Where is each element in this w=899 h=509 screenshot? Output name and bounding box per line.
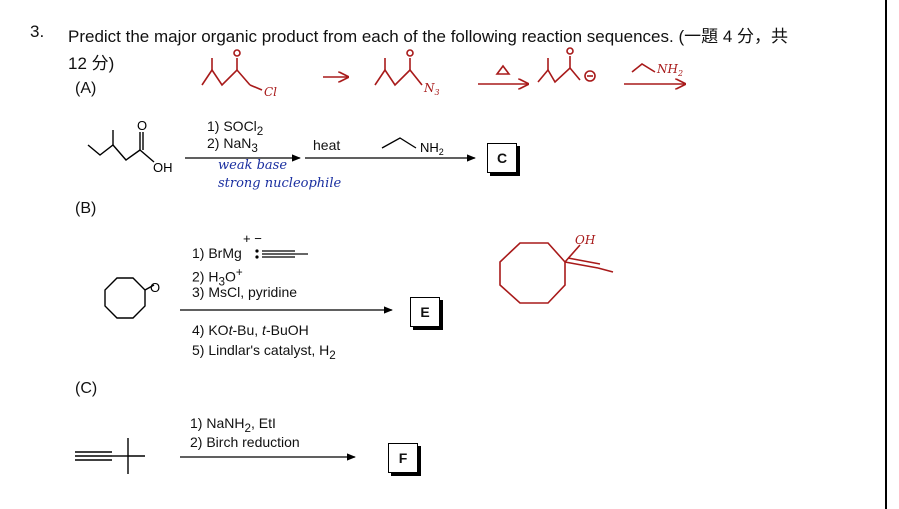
b-reagent-5: 5) Lindlar's catalyst, H2 <box>192 342 336 362</box>
question-points: 12 分) <box>68 54 115 73</box>
product-box-e: E <box>410 297 440 327</box>
right-border <box>885 0 887 509</box>
hand-cl-label: Cl <box>264 85 277 99</box>
hand-oh-label: OH <box>575 233 596 247</box>
hand-azide-label: N3 <box>423 81 440 97</box>
c-starting-material <box>75 438 145 474</box>
hand-amine-label: NH2 <box>656 62 683 78</box>
b-cyclooctanone <box>104 277 155 319</box>
b-reagent-3: 3) MsCl, pyridine <box>192 284 298 300</box>
c-reagent-2: 2) Birch reduction <box>190 434 300 450</box>
b-reagent-4: 4) KOt-Bu, t-BuOH <box>192 322 309 338</box>
a-note-weak-base: weak base <box>218 158 288 173</box>
b-charges: + − <box>243 231 262 246</box>
a-sm-hydroxyl: OH <box>153 160 173 175</box>
a-ethylamine-label: NH2 <box>420 140 444 157</box>
question-number: 3. <box>30 22 45 41</box>
section-a-label: (A) <box>75 80 97 97</box>
a-ethylamine <box>381 137 417 149</box>
b-sm-oxygen: O <box>150 280 160 295</box>
c-reagent-1: 1) NaNH2, EtI <box>190 415 276 435</box>
product-box-c: C <box>487 143 517 173</box>
product-box-f: F <box>388 443 418 473</box>
a-sm-oxygen: O <box>137 118 147 133</box>
a-heat-label: heat <box>313 137 341 153</box>
b-alkyne-reagent <box>255 249 308 259</box>
b-reagent-1: 1) BrMg <box>192 245 242 261</box>
a-reagent-2: 2) NaN3 <box>207 135 258 155</box>
hand-propargyl-alcohol <box>499 242 614 304</box>
handwritten-scheme-a <box>201 47 685 91</box>
a-reagent-1: 1) SOCl2 <box>207 118 264 138</box>
a-starting-material <box>87 130 155 163</box>
a-note-strong-nucleophile: strong nucleophile <box>218 176 342 191</box>
section-c-label: (C) <box>75 380 98 397</box>
section-b-label: (B) <box>75 200 97 217</box>
question-text: Predict the major organic product from e… <box>68 27 789 46</box>
b-reagent-2: 2) H3O+ <box>192 266 243 289</box>
